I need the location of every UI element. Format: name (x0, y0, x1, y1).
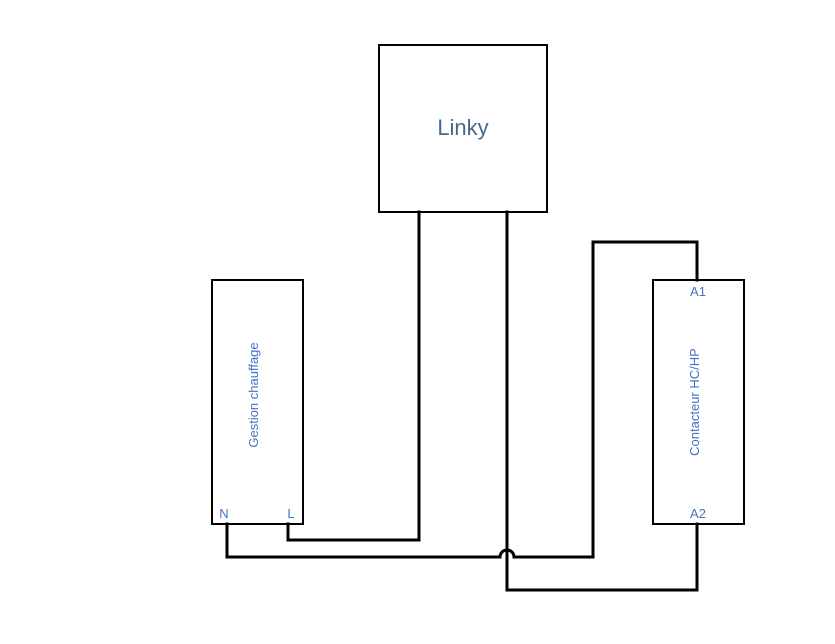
contacteur-label: Contacteur HC/HP (687, 348, 702, 456)
terminal-l-label: L (287, 506, 294, 521)
gestion-chauffage-label: Gestion chauffage (246, 342, 261, 447)
gestion-chauffage-box (211, 279, 304, 525)
terminal-n-label: N (219, 506, 228, 521)
linky-box (378, 44, 548, 213)
wire-n-to-a1 (225, 240, 699, 559)
terminal-a2-label: A2 (690, 506, 706, 521)
wire-linky-to-a2 (505, 210, 699, 592)
terminal-a1-label: A1 (690, 284, 706, 299)
wire-linky-to-l (286, 210, 421, 542)
linky-label: Linky (437, 115, 488, 140)
